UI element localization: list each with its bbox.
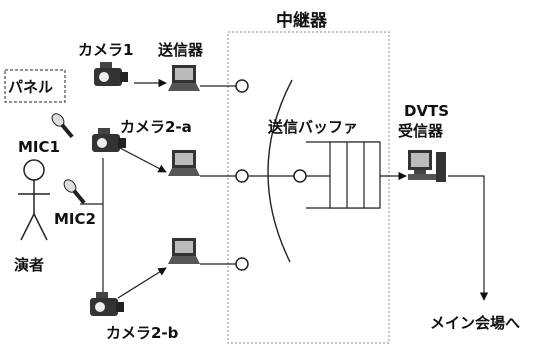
panel-label: パネル	[8, 78, 53, 96]
camera2b-icon	[90, 292, 124, 316]
dvts-label: DVTS	[404, 102, 449, 120]
camera2a-icon	[92, 128, 126, 152]
receiver-label: 受信器	[398, 122, 444, 140]
mic2-label: MIC2	[54, 210, 96, 228]
microphone-icon	[51, 113, 74, 139]
switch-node	[293, 169, 307, 183]
relay-label: 中継器	[276, 10, 328, 31]
camera1-icon	[94, 62, 128, 86]
relay-input-node	[235, 169, 249, 183]
send-buffer-label: 送信バッファ	[267, 118, 358, 136]
main-venue-label: メイン会場へ	[430, 314, 520, 332]
mic1-label: MIC1	[18, 138, 60, 156]
relay-input-node	[235, 257, 249, 271]
presenter-label: 演者	[14, 256, 44, 274]
switch-arc	[267, 79, 293, 263]
camera2a-label: カメラ2-a	[120, 118, 192, 136]
laptop-icon	[168, 150, 200, 176]
person-icon	[18, 159, 50, 241]
laptop-icon	[168, 65, 200, 91]
camera1-label: カメラ1	[78, 41, 133, 59]
desktop-computer-icon	[408, 150, 446, 182]
laptop-icon	[168, 238, 200, 264]
buffer-icon	[306, 141, 381, 209]
relay-input-node	[235, 79, 249, 93]
relay-box	[227, 31, 390, 344]
camera2b-label: カメラ2-b	[106, 324, 179, 342]
panel-box	[4, 69, 66, 103]
sender-label: 送信器	[157, 41, 204, 59]
microphone-icon	[63, 179, 86, 205]
